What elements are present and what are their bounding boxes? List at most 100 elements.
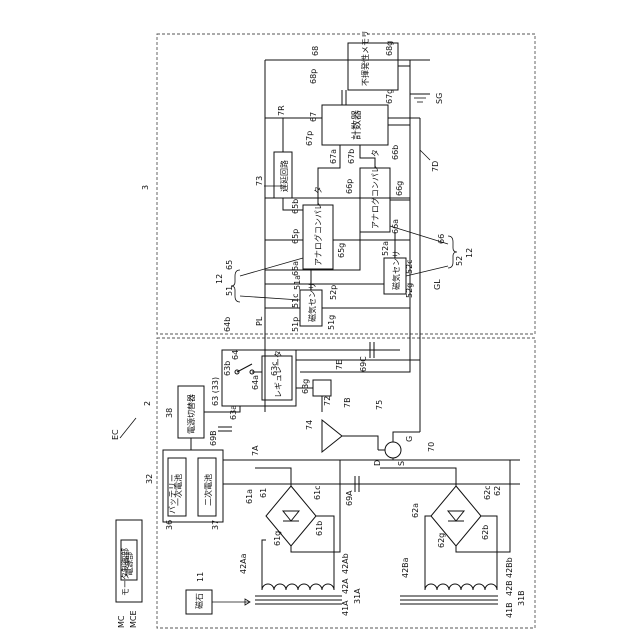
svg-text:51p: 51p — [291, 317, 300, 332]
svg-text:67p: 67p — [305, 131, 314, 146]
svg-text:51g: 51g — [327, 315, 336, 330]
svg-text:51c: 51c — [291, 293, 300, 308]
svg-text:7D: 7D — [431, 161, 440, 172]
svg-text:68p: 68p — [309, 69, 318, 84]
svg-text:67a: 67a — [329, 149, 338, 164]
svg-text:61g: 61g — [273, 531, 282, 546]
svg-text:64b: 64b — [223, 317, 232, 332]
magnet-number: 11 — [196, 572, 205, 582]
svg-text:63g: 63g — [301, 379, 310, 394]
svg-text:52p: 52p — [329, 285, 338, 300]
svg-text:69B: 69B — [209, 430, 218, 446]
svg-text:42Ab: 42Ab — [341, 553, 350, 574]
svg-text:42Bb: 42Bb — [505, 557, 514, 578]
svg-text:52c: 52c — [405, 259, 414, 274]
svg-text:61: 61 — [259, 488, 268, 498]
counter-label: 計数器 — [350, 110, 363, 140]
svg-text:31B: 31B — [517, 590, 526, 606]
label-ec: EC — [111, 429, 120, 440]
magnet-label: 磁石 — [194, 593, 204, 609]
svg-text:42B: 42B — [505, 580, 514, 596]
svg-text:52a: 52a — [381, 241, 390, 256]
svg-text:G: G — [405, 436, 414, 442]
svg-text:42Ba: 42Ba — [401, 557, 410, 578]
svg-text:S: S — [397, 461, 406, 466]
svg-text:38: 38 — [165, 408, 174, 418]
svg-text:63b: 63b — [223, 361, 232, 376]
svg-text:66g: 66g — [395, 181, 404, 196]
svg-text:62g: 62g — [437, 533, 446, 548]
svg-text:7E: 7E — [335, 360, 344, 370]
svg-text:69C: 69C — [359, 356, 368, 372]
delay-circuit-label: 遅延回路 — [279, 160, 289, 192]
svg-text:51: 51 — [225, 286, 234, 296]
svg-text:65p: 65p — [291, 229, 300, 244]
svg-text:75: 75 — [375, 400, 384, 410]
label-unit2: 2 — [143, 401, 152, 406]
memory-label: 不揮発性メモリ — [360, 30, 370, 86]
svg-text:12: 12 — [215, 274, 224, 284]
power-switcher-label: 電源切替器 — [186, 394, 196, 434]
svg-text:32: 32 — [145, 474, 154, 484]
coil-a — [262, 584, 334, 590]
svg-text:70: 70 — [427, 442, 436, 452]
svg-text:61a: 61a — [245, 489, 254, 504]
secondary-cell-label: 二次電池 — [203, 474, 213, 506]
svg-text:66p: 66p — [345, 179, 354, 194]
svg-text:42A: 42A — [341, 578, 350, 594]
label-unit3: 3 — [141, 185, 150, 190]
svg-text:62a: 62a — [411, 503, 420, 518]
svg-text:41A: 41A — [341, 600, 350, 616]
svg-text:36: 36 — [165, 520, 174, 530]
svg-text:68: 68 — [311, 46, 320, 56]
svg-text:SG: SG — [435, 93, 444, 104]
svg-text:41B: 41B — [505, 602, 514, 618]
svg-text:65g: 65g — [337, 243, 346, 258]
svg-text:51a: 51a — [293, 275, 302, 290]
svg-text:65b: 65b — [291, 199, 300, 214]
fet-70 — [385, 442, 401, 458]
svg-text:42Aa: 42Aa — [239, 553, 248, 574]
svg-text:64a: 64a — [251, 375, 260, 390]
svg-text:68g: 68g — [385, 41, 394, 56]
svg-text:72: 72 — [323, 396, 332, 406]
svg-text:D: D — [373, 460, 382, 466]
primary-cell-label: 一次電池 — [173, 474, 183, 506]
mag-sensor-51-label: 磁気センサ — [307, 282, 317, 322]
svg-text:66: 66 — [437, 234, 446, 244]
svg-text:63c: 63c — [270, 361, 279, 376]
mag-sensor-52-label: 磁気センサ — [391, 250, 401, 290]
mc-label: MC — [117, 615, 126, 628]
svg-text:62: 62 — [493, 486, 502, 496]
svg-text:52: 52 — [455, 256, 464, 266]
svg-text:67: 67 — [309, 112, 318, 122]
svg-text:67g: 67g — [385, 89, 394, 104]
svg-text:PL: PL — [255, 316, 264, 326]
coil-b — [425, 584, 497, 590]
svg-text:7A: 7A — [251, 445, 260, 456]
svg-text:62b: 62b — [481, 525, 490, 540]
svg-text:61c: 61c — [313, 485, 322, 500]
svg-text:67b: 67b — [347, 149, 356, 164]
svg-text:65: 65 — [225, 260, 234, 270]
svg-text:31A: 31A — [353, 588, 362, 604]
svg-text:66a: 66a — [391, 219, 400, 234]
svg-text:7B: 7B — [343, 397, 352, 408]
svg-text:61b: 61b — [315, 521, 324, 536]
svg-text:12: 12 — [465, 248, 474, 258]
svg-text:73: 73 — [255, 176, 264, 186]
comparator-74 — [322, 420, 342, 452]
svg-text:63 (33): 63 (33) — [211, 377, 220, 406]
power-unit-label: 電源部 — [124, 552, 134, 576]
switch-72-box — [313, 380, 331, 396]
svg-text:62c: 62c — [483, 485, 492, 500]
svg-text:69A: 69A — [345, 490, 354, 506]
svg-text:52g: 52g — [405, 283, 414, 298]
svg-text:66b: 66b — [391, 145, 400, 160]
mce-label: MCE — [129, 610, 138, 628]
svg-text:GL: GL — [433, 279, 442, 290]
svg-text:37: 37 — [211, 520, 220, 530]
svg-text:7R: 7R — [277, 105, 286, 116]
svg-text:74: 74 — [305, 420, 314, 430]
